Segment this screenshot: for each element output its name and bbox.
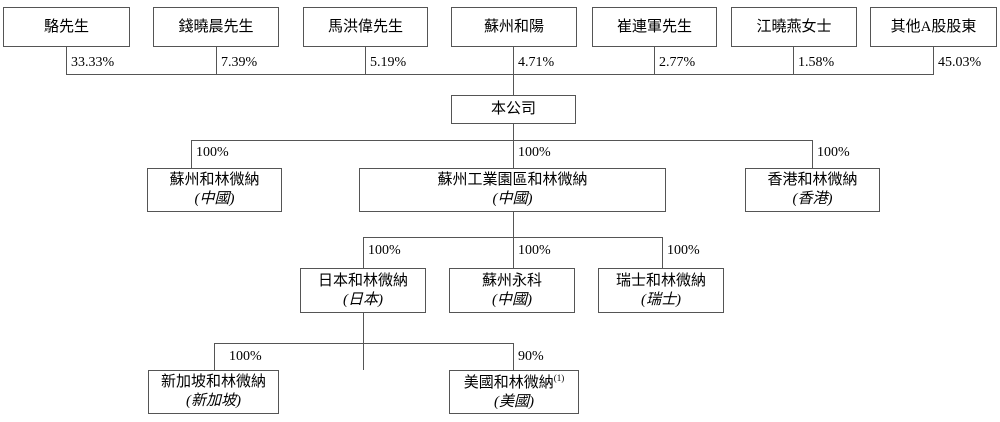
shareholder-name: 其他A股股東 xyxy=(890,18,977,35)
shareholder-name: 崔連軍先生 xyxy=(616,18,692,35)
subsidiary-box-japan-helin: 日本和林微納 (日本) xyxy=(300,268,426,313)
subsidiary-location: (瑞士) xyxy=(641,291,681,308)
connector-level4-0 xyxy=(363,237,364,268)
connector-japan-down xyxy=(363,313,364,370)
shareholder-box-6: 其他A股股東 xyxy=(870,7,997,47)
shareholder-box-2: 馬洪偉先生 xyxy=(303,7,428,47)
subsidiary-box-suzhou-yongke: 蘇州永科 (中國) xyxy=(449,268,575,313)
ownership-pct-5: 1.58% xyxy=(798,55,835,70)
subsidiary-location: (新加坡) xyxy=(186,393,241,409)
level3-pct-0: 100% xyxy=(196,145,229,160)
subsidiary-box-singapore-helin: 新加坡和林微納 (新加坡) xyxy=(148,370,279,414)
subsidiary-location: (中國) xyxy=(492,191,533,207)
connector-level3-0 xyxy=(191,140,192,168)
subsidiary-name: 美國和林微納 xyxy=(463,374,554,391)
level4-pct-2: 100% xyxy=(667,243,700,258)
connector-level5-1 xyxy=(513,343,514,370)
subsidiary-name: 日本和林微納 xyxy=(317,272,408,289)
connector-shareholder-4 xyxy=(654,47,655,74)
subsidiary-location: (美國) xyxy=(494,393,534,410)
level3-pct-1: 100% xyxy=(518,145,551,160)
subsidiary-name: 蘇州和林微納 xyxy=(169,172,260,189)
subsidiary-name: 香港和林微納 xyxy=(767,172,858,189)
subsidiary-location: (中國) xyxy=(492,291,532,308)
level3-pct-2: 100% xyxy=(817,145,850,160)
connector-company-down xyxy=(513,124,514,169)
subsidiary-name: 蘇州工業園區和林微納 xyxy=(437,172,588,189)
subsidiary-location: (日本) xyxy=(343,291,383,308)
connector-bus-to-company xyxy=(513,74,514,95)
subsidiary-box-sip-helin: 蘇州工業園區和林微納 (中國) xyxy=(359,168,666,212)
connector-level5-0 xyxy=(214,343,215,370)
shareholder-box-4: 崔連軍先生 xyxy=(592,7,717,47)
subsidiary-box-usa-helin: 美國和林微納(1) (美國) xyxy=(449,370,579,414)
level5-pct-0: 100% xyxy=(229,349,262,364)
footnote-marker: (1) xyxy=(553,372,565,383)
shareholder-name: 駱先生 xyxy=(43,18,89,35)
level5-pct-1: 90% xyxy=(518,349,544,364)
ownership-pct-4: 2.77% xyxy=(659,55,696,70)
ownership-pct-1: 7.39% xyxy=(221,55,258,70)
connector-sip-down xyxy=(513,212,514,268)
level4-pct-1: 100% xyxy=(518,243,551,258)
subsidiary-box-suzhou-helin: 蘇州和林微納 (中國) xyxy=(147,168,282,212)
company-box: 本公司 xyxy=(451,95,576,124)
ownership-pct-2: 5.19% xyxy=(370,55,407,70)
shareholder-name: 江曉燕女士 xyxy=(756,18,832,35)
connector-shareholder-3 xyxy=(513,47,514,74)
connector-shareholder-2 xyxy=(365,47,366,74)
bus-shareholders xyxy=(66,74,934,75)
ownership-pct-3: 4.71% xyxy=(518,55,555,70)
bus-level5 xyxy=(214,343,514,344)
level4-pct-0: 100% xyxy=(368,243,401,258)
shareholder-box-1: 錢曉晨先生 xyxy=(153,7,279,47)
subsidiary-name-wrap: 美國和林微納(1) xyxy=(464,373,565,393)
subsidiary-location: (中國) xyxy=(194,191,235,207)
bus-level4 xyxy=(363,237,663,238)
connector-level4-2 xyxy=(662,237,663,268)
connector-level3-2 xyxy=(812,140,813,168)
shareholder-name: 馬洪偉先生 xyxy=(327,18,403,35)
subsidiary-location: (香港) xyxy=(792,191,833,207)
ownership-pct-6: 45.03% xyxy=(938,55,982,70)
bus-level3 xyxy=(191,140,813,141)
subsidiary-name: 蘇州永科 xyxy=(481,272,542,289)
connector-shareholder-0 xyxy=(66,47,67,74)
ownership-pct-0: 33.33% xyxy=(71,55,115,70)
connector-shareholder-5 xyxy=(793,47,794,74)
shareholder-name: 錢曉晨先生 xyxy=(178,18,254,35)
shareholder-box-5: 江曉燕女士 xyxy=(731,7,857,47)
connector-shareholder-1 xyxy=(216,47,217,74)
company-name: 本公司 xyxy=(490,101,536,118)
shareholder-box-3: 蘇州和陽 xyxy=(451,7,577,47)
shareholder-name: 蘇州和陽 xyxy=(483,18,544,35)
shareholder-box-0: 駱先生 xyxy=(3,7,130,47)
subsidiary-name: 瑞士和林微納 xyxy=(615,272,706,289)
subsidiary-box-swiss-helin: 瑞士和林微納 (瑞士) xyxy=(598,268,724,313)
subsidiary-name: 新加坡和林微納 xyxy=(160,374,266,391)
connector-shareholder-6 xyxy=(933,47,934,74)
subsidiary-box-hongkong-helin: 香港和林微納 (香港) xyxy=(745,168,880,212)
